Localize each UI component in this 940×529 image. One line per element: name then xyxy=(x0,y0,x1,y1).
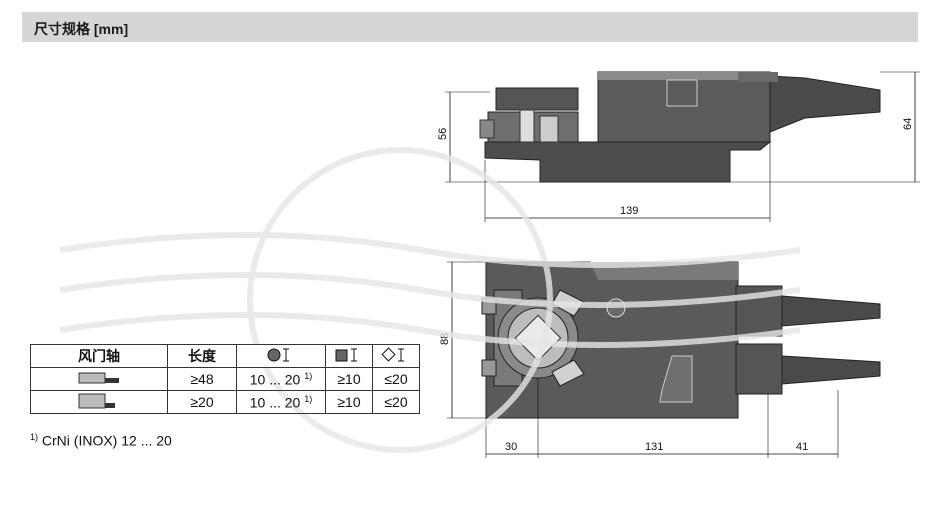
footnote-text: CrNi (INOX) 12 ... 20 xyxy=(41,432,172,449)
header-diamond-shaft-icon xyxy=(372,344,420,368)
side-clamp-nut xyxy=(539,115,559,143)
top-cable-2 xyxy=(781,355,881,385)
dim-139: 139 xyxy=(620,205,638,217)
row2-square: ≥10 xyxy=(325,390,373,414)
row2-diamond: ≤20 xyxy=(372,390,420,414)
side-clamp-top xyxy=(495,87,579,111)
top-mount-hole xyxy=(606,298,626,318)
row1-square: ≥10 xyxy=(325,367,373,391)
shaft-short-icon xyxy=(30,390,168,414)
top-cable-gland-1 xyxy=(735,285,783,337)
section-header: 尺寸规格 [mm] xyxy=(22,12,918,42)
row2-length: ≥20 xyxy=(167,390,237,414)
dim-131: 131 xyxy=(645,441,663,453)
header-square-shaft-icon xyxy=(325,344,373,368)
top-cable-1 xyxy=(781,295,881,327)
header-round-shaft-icon xyxy=(236,344,326,368)
side-base xyxy=(484,141,772,183)
dim-88: 88 xyxy=(439,333,451,345)
dim-56: 56 xyxy=(437,128,449,140)
table-row: ≥48 10 ... 20 1) ≥10 ≤20 xyxy=(30,367,420,391)
footnote-mark: 1) xyxy=(30,432,39,442)
side-cable xyxy=(769,75,881,133)
section-title: 尺寸规格 [mm] xyxy=(34,21,129,37)
table-header-row: 风门轴 长度 xyxy=(30,344,420,368)
side-view: 56 64 139 xyxy=(437,71,920,222)
footnote: 1) CrNi (INOX) 12 ... 20 xyxy=(30,432,172,449)
shaft-spec-table: 风门轴 长度 ≥48 10 ... 20 1) ≥10 ≤20 ≥20 10 .… xyxy=(30,344,420,414)
header-length: 长度 xyxy=(167,344,237,368)
top-view: 88 30 131 41 xyxy=(439,261,881,458)
top-housing-ridge xyxy=(590,262,738,280)
top-cable-gland-2 xyxy=(735,343,783,395)
table-row: ≥20 10 ... 20 1) ≥10 ≤20 xyxy=(30,390,420,414)
top-release-slot xyxy=(659,355,693,403)
dim-30: 30 xyxy=(505,441,517,453)
shaft-long-icon xyxy=(30,367,168,391)
side-cable-cap xyxy=(738,72,778,82)
row2-round: 10 ... 20 1) xyxy=(236,390,326,414)
header-shaft: 风门轴 xyxy=(30,344,168,368)
side-housing xyxy=(597,71,771,143)
row1-round: 10 ... 20 1) xyxy=(236,367,326,391)
row1-diamond: ≤20 xyxy=(372,367,420,391)
top-clamp-tab-2 xyxy=(551,359,585,387)
dim-64: 64 xyxy=(902,118,914,130)
dim-41: 41 xyxy=(796,441,808,453)
side-clamp-bolt xyxy=(519,109,535,143)
top-screw-1 xyxy=(481,297,497,315)
side-clamp-screw xyxy=(479,119,495,139)
side-housing-top xyxy=(598,72,770,80)
side-housing-window xyxy=(666,79,698,107)
top-screw-2 xyxy=(481,359,497,377)
row1-length: ≥48 xyxy=(167,367,237,391)
